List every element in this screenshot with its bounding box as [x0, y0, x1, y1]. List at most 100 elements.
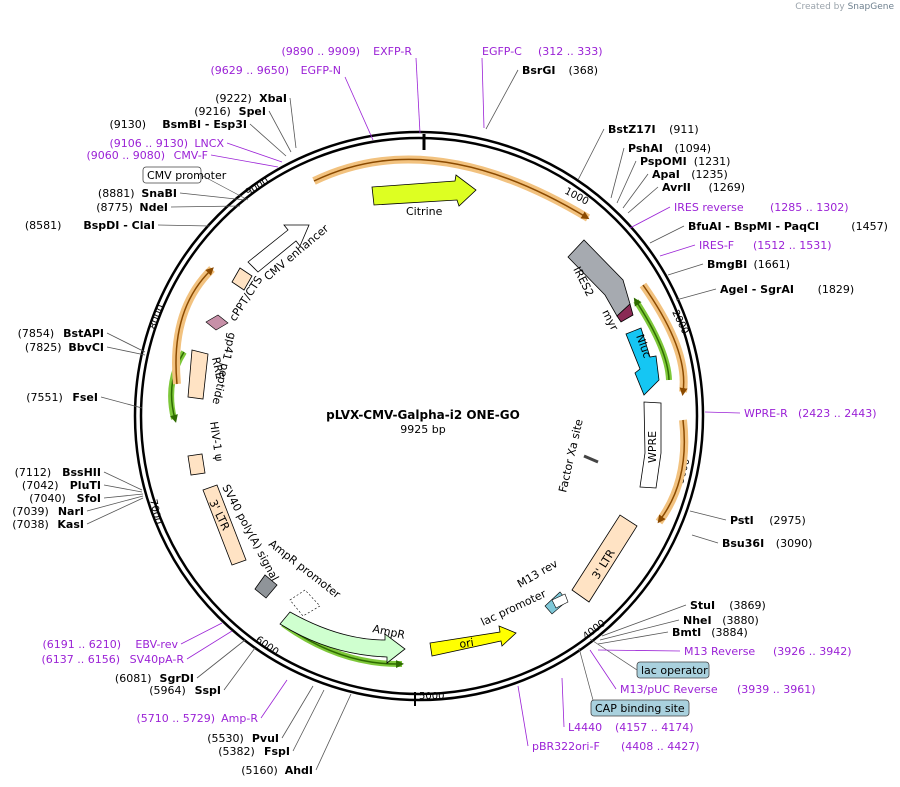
left-label-8: BstAPI — [63, 327, 104, 340]
right-label-3: PspOMI — [640, 155, 687, 168]
right-label-7: BfuAI - BspMI - PaqCI — [688, 220, 819, 233]
left-label-6: NdeI — [139, 201, 168, 214]
left-label-10: FseI — [72, 391, 98, 404]
top-pos-0: (9890 .. 9909) — [281, 45, 360, 58]
right-pos-18: (3939 .. 3961) — [737, 683, 816, 696]
right-pos-19: (4157 .. 4174) — [615, 721, 694, 734]
label-citrine: Citrine — [406, 205, 443, 218]
right-label-14: StuI — [690, 599, 715, 612]
left-pos-3: (9106 .. 9130) — [109, 137, 188, 150]
right-pos-10: (1829) — [818, 283, 855, 296]
left-label-7: BspDI - ClaI — [83, 219, 155, 232]
right-pos-13: (3090) — [776, 537, 813, 550]
left-label-23: AhdI — [285, 764, 313, 777]
left-pos-22: (5382) — [218, 745, 255, 758]
left-label-15: KasI — [57, 518, 84, 531]
left-pos-20: (5710 .. 5729) — [136, 712, 215, 725]
snapgene-credit: Created by SnapGene — [795, 2, 894, 12]
left-pos-19: (5964) — [149, 684, 186, 697]
wpre-feature — [639, 401, 662, 489]
right-pos-4: (1235) — [691, 168, 728, 181]
credit-brand: SnapGene — [847, 2, 894, 12]
right-label-5: AvrII — [662, 181, 691, 194]
backbone — [133, 130, 705, 702]
lac-promoter-feature — [551, 593, 569, 609]
citrine-feature — [371, 174, 477, 207]
left-label-5: SnaBI — [141, 187, 177, 200]
right-label-9: BmgBI — [707, 258, 747, 271]
left-pos-17: (6137 .. 6156) — [41, 653, 120, 666]
right-pos-16: (3884) — [711, 626, 748, 639]
left-pos-5: (8881) — [98, 187, 135, 200]
plasmid-name: pLVX-CMV-Galpha-i2 ONE-GO — [326, 408, 520, 422]
right-label-12: PstI — [730, 514, 754, 527]
top-pos-2: (312 .. 333) — [538, 45, 603, 58]
left-label-17: SV40pA-R — [130, 653, 185, 666]
top-label-0: EXFP-R — [373, 45, 412, 58]
right-pos-2: (1094) — [675, 142, 712, 155]
left-label-0: XbaI — [259, 92, 287, 105]
site-leader-lines — [86, 57, 741, 771]
left-label-19: SspI — [195, 684, 221, 697]
left-pos-15: (7038) — [12, 518, 49, 531]
ampr-promoter-feature — [289, 589, 321, 617]
right-pos-20: (4408 .. 4427) — [621, 740, 700, 753]
left-pos-1: (9216) — [194, 105, 231, 118]
features — [187, 174, 662, 664]
ori-feature — [429, 625, 517, 657]
right-label-0: BsrGI — [522, 64, 555, 77]
right-label-15: NheI — [683, 614, 712, 627]
left-label-12: PluTI — [70, 479, 101, 492]
right-label-18: M13/pUC Reverse — [620, 683, 718, 696]
sv40-feature — [254, 574, 278, 599]
plasmid-length: 9925 bp — [400, 423, 445, 436]
left-label-2: BsmBI - Esp3I — [162, 118, 247, 131]
hiv-psi-feature — [187, 453, 206, 476]
right-pos-5: (1269) — [709, 181, 746, 194]
top-pos-1: (9629 .. 9650) — [210, 64, 289, 77]
label-rre: RRE — [209, 356, 226, 381]
tick-9000: 9000 — [244, 176, 271, 199]
right-label-1: BstZ17I — [608, 123, 656, 136]
ampr-feature — [279, 611, 406, 664]
right-label-10: AgeI - SgrAI — [720, 283, 794, 296]
left-pos-14: (7039) — [12, 505, 49, 518]
right-pos-9: (1661) — [754, 258, 791, 271]
left-pos-18: (6081) — [115, 672, 152, 685]
left-pos-21: (5530) — [207, 732, 244, 745]
boxed-labels: CMV promoter lac operator CAP binding si… — [142, 166, 710, 717]
right-label-2: PshAI — [628, 142, 663, 155]
right-label-19: L4440 — [568, 721, 602, 734]
right-label-16: BmtI — [672, 626, 701, 639]
credit-prefix: Created by — [795, 2, 845, 12]
right-label-6: IRES reverse — [674, 201, 744, 214]
left-pos-0: (9222) — [215, 92, 252, 105]
left-pos-13: (7040) — [29, 492, 66, 505]
rre-feature — [187, 349, 209, 400]
right-pos-14: (3869) — [729, 599, 766, 612]
left-pos-23: (5160) — [241, 764, 278, 777]
label-hiv-psi: HIV-1 ψ — [207, 421, 225, 463]
label-factor-xa: Factor Xa site — [556, 418, 586, 494]
left-pos-12: (7042) — [22, 479, 59, 492]
left-label-1: SpeI — [239, 105, 266, 118]
tick-8000: 8000 — [148, 303, 168, 331]
site-labels: BsrGI(368)BstZ17I(911)PshAI(1094)PspOMI(… — [12, 45, 888, 777]
left-label-4: CMV-F — [174, 149, 208, 162]
cppt-feature — [231, 267, 253, 291]
right-label-13: Bsu36I — [722, 537, 764, 550]
right-pos-7: (1457) — [851, 220, 888, 233]
top-label-2: EGFP-C — [482, 45, 522, 58]
gp41-feature — [205, 314, 229, 331]
right-pos-17: (3926 .. 3942) — [773, 645, 852, 658]
right-pos-0: (368) — [569, 64, 599, 77]
label-m13-rev: M13 rev — [515, 557, 560, 591]
right-pos-12: (2975) — [769, 514, 806, 527]
left-label-20: Amp-R — [221, 712, 258, 725]
left-pos-10: (7551) — [26, 391, 63, 404]
tick-7000: 7000 — [147, 498, 163, 525]
factor-xa-feature — [583, 454, 599, 464]
nluc-feature — [625, 327, 660, 396]
left-label-21: PvuI — [252, 732, 279, 745]
